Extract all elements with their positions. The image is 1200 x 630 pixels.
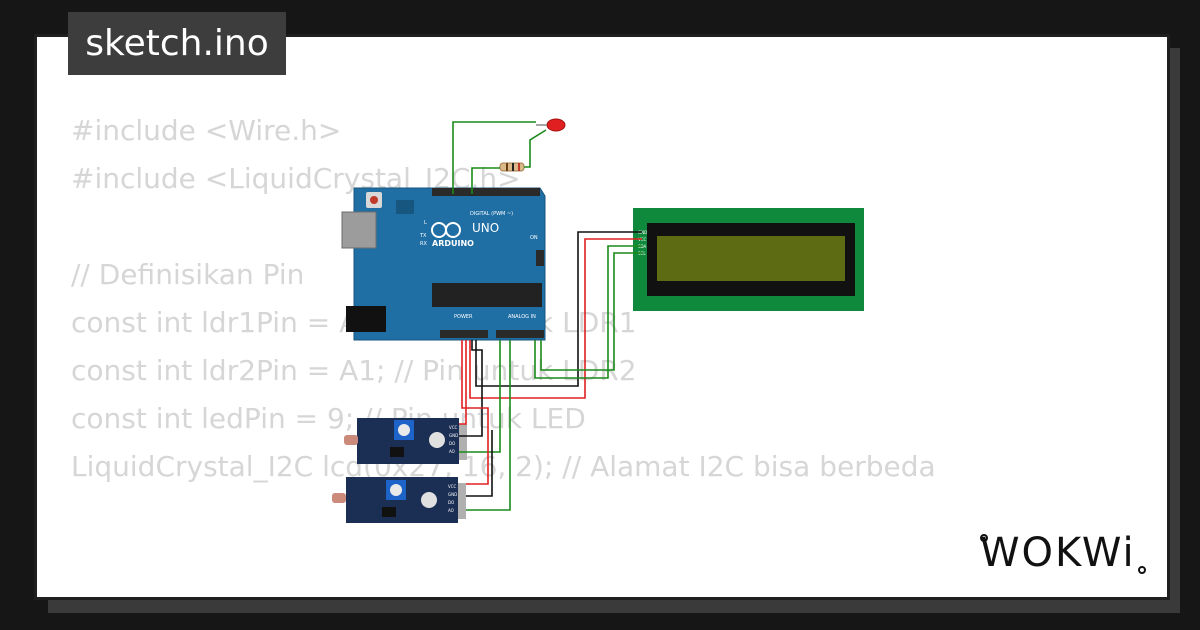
code-card: #include <Wire.h>#include <LiquidCrystal…	[34, 34, 1170, 600]
rx-label: RX	[420, 241, 427, 247]
lcd-pin-gnd: GND	[638, 230, 647, 235]
tx-label: TX	[419, 233, 427, 239]
wire-lcd-vcc	[469, 238, 642, 399]
code-line: #include <Wire.h>	[71, 114, 342, 147]
wokwi-logo: WOKWi	[980, 530, 1146, 576]
wire-led-anode	[452, 121, 536, 194]
atmega-chip	[432, 283, 542, 307]
ldr2-pin-ao: AO	[448, 508, 454, 513]
ldr-module-2[interactable]: VCC GND DO AO	[332, 477, 466, 523]
code-line: const int ldr2Pin = A1; // Pin untuk LDR…	[71, 354, 637, 387]
lcd-pin-vcc: VCC	[638, 237, 647, 242]
digital-header	[432, 188, 540, 196]
wire-ldr2-vcc	[461, 340, 489, 485]
ldr2-pin-gnd: GND	[448, 492, 457, 497]
power-header	[440, 330, 488, 338]
wire-ldr1-ao	[459, 340, 501, 453]
wire-lcd-sda	[534, 245, 642, 379]
lcd-16x2-display[interactable]: GND VCC SDA SCL	[633, 208, 864, 311]
analog-label: ANALOG IN	[508, 314, 536, 320]
ldr1-pin-vcc: VCC	[449, 425, 458, 430]
ldr1-pin-gnd: GND	[449, 433, 458, 438]
wire-resistor	[471, 167, 500, 194]
file-name-badge: sketch.ino	[68, 12, 286, 75]
arduino-uno-board[interactable]: UNO ARDUINO DIGITAL (PWM ~) POWER ANALOG…	[341, 187, 546, 341]
usb-port	[341, 211, 377, 249]
wokwi-logo-text: WOKWi	[980, 530, 1136, 576]
code-line: LiquidCrystal_I2C lcd(0x27, 16, 2); // A…	[71, 450, 936, 483]
ldr2-pin-vcc: VCC	[448, 484, 457, 489]
wire-lcd-scl	[540, 252, 642, 371]
ldr2-pin-do: DO	[448, 500, 454, 505]
ldr1-pin-ao: AO	[449, 449, 455, 454]
lcd-pin-scl: SCL	[638, 251, 646, 256]
board-model-label: UNO	[472, 221, 499, 235]
wire-ldr2-ao	[466, 340, 511, 511]
ldr-module-1[interactable]: VCC GND DO AO	[344, 418, 467, 464]
lcd-pin-sda: SDA	[638, 244, 647, 249]
code-line: // Definisikan Pin	[71, 258, 305, 291]
code-line: // Variabel untuk Menyimpan Nilai LDR	[71, 587, 936, 597]
power-label: POWER	[454, 314, 473, 320]
power-jack	[346, 306, 386, 332]
wire-ldr1-vcc	[459, 340, 467, 425]
board-brand-label: ARDUINO	[432, 239, 474, 248]
wire-ldr2-gnd	[466, 430, 493, 497]
ldr1-pin-do: DO	[449, 441, 455, 446]
on-label: ON	[530, 235, 538, 241]
wire-ldr1-gnd	[459, 340, 483, 437]
resistor-component[interactable]	[499, 162, 525, 172]
wire-lcd-gnd	[475, 231, 642, 387]
l-label: L	[424, 220, 427, 226]
wiring	[452, 121, 642, 511]
analog-header	[496, 330, 544, 338]
led-component[interactable]	[536, 118, 566, 132]
digital-label: DIGITAL (PWM ~)	[470, 211, 513, 217]
code-block: #include <Wire.h>#include <LiquidCrystal…	[71, 107, 936, 597]
